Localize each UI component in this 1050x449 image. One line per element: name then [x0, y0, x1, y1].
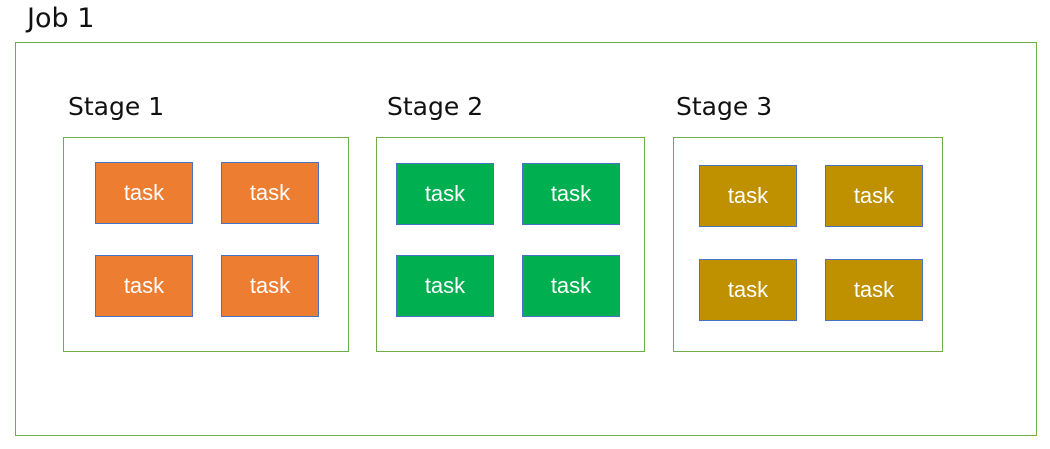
stage-3-task: task: [699, 165, 797, 227]
stage-3-task: task: [825, 259, 923, 321]
job-container: [15, 42, 1037, 436]
stage-1-task: task: [95, 162, 193, 224]
stage-2-task: task: [396, 255, 494, 317]
stage-3-title: Stage 3: [676, 92, 773, 121]
stage-2-title: Stage 2: [387, 92, 484, 121]
stage-3-task: task: [699, 259, 797, 321]
stage-1-task: task: [221, 255, 319, 317]
stage-3-container: task task task task: [673, 137, 943, 352]
stage-2-task: task: [522, 163, 620, 225]
stage-2-task: task: [396, 163, 494, 225]
stage-1-task: task: [221, 162, 319, 224]
job-title: Job 1: [27, 3, 95, 34]
stage-2-task: task: [522, 255, 620, 317]
stage-1-container: task task task task: [63, 137, 349, 352]
stage-1-task: task: [95, 255, 193, 317]
stage-1-title: Stage 1: [68, 92, 165, 121]
stage-2-container: task task task task: [376, 137, 645, 352]
stage-3-task: task: [825, 165, 923, 227]
